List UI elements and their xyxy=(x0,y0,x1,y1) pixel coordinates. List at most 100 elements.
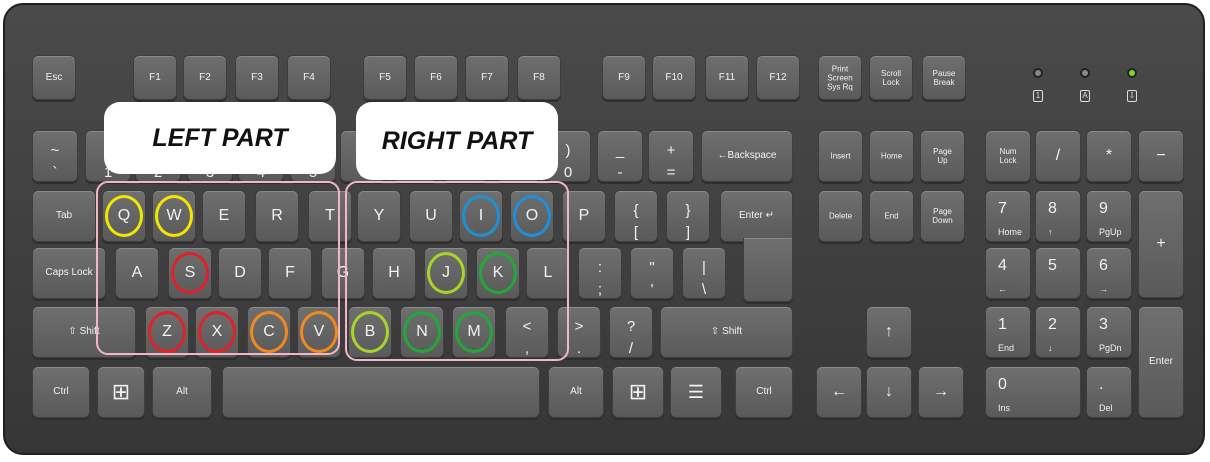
key-pause[interactable]: Pause Break xyxy=(922,55,966,100)
circle-x xyxy=(198,311,236,353)
key-punct-z-0-bottom: , xyxy=(524,340,530,357)
key-np-0-bottom: Ins xyxy=(998,403,1011,413)
key-punct-a-1[interactable]: "' xyxy=(630,247,674,299)
key-scroll[interactable]: Scroll Lock xyxy=(869,55,913,100)
key-np-5[interactable]: 5 xyxy=(1035,247,1081,299)
key-r[interactable]: R xyxy=(255,190,299,242)
key-shift-0[interactable]: ⇧ Shift xyxy=(32,306,136,358)
key-home[interactable]: Home xyxy=(869,130,914,182)
key-bracket-0[interactable]: {[ xyxy=(614,190,658,242)
key-insert[interactable]: Insert xyxy=(818,130,863,182)
key-space[interactable] xyxy=(222,366,540,418)
key-page-up[interactable]: Page Up xyxy=(920,130,965,182)
key-d[interactable]: D xyxy=(218,247,262,299)
key-arrow-down[interactable]: ↓ xyxy=(866,366,912,418)
key-page-down[interactable]: Page Down xyxy=(920,190,965,242)
circle-n xyxy=(403,311,441,353)
key-punct-a-2-top: | xyxy=(702,259,706,276)
key-f9[interactable]: F9 xyxy=(602,55,646,100)
key-arrow-left[interactable]: ← xyxy=(816,366,862,418)
key-punct-a-0[interactable]: :; xyxy=(578,247,622,299)
key-right-alt[interactable]: Alt xyxy=(548,366,604,418)
key-print[interactable]: Print Screen Sys Rq xyxy=(818,55,862,100)
key-left-alt[interactable]: Alt xyxy=(152,366,212,418)
key-f5[interactable]: F5 xyxy=(363,55,407,100)
key-u-label: U xyxy=(425,207,437,224)
key-punct-z-0[interactable]: <, xyxy=(505,306,549,358)
key-punct-z-2[interactable]: ?/ xyxy=(609,306,653,358)
key-t-label: T xyxy=(325,207,335,224)
key-tab[interactable]: Tab xyxy=(32,190,96,242)
key-np-plus-label: + xyxy=(1156,235,1166,252)
key-e[interactable]: E xyxy=(202,190,246,242)
key-num-0[interactable]: ~` xyxy=(32,130,78,182)
key-np-4[interactable]: 4← xyxy=(985,247,1031,299)
key-f3[interactable]: F3 xyxy=(235,55,279,100)
key-np-dot[interactable]: .Del xyxy=(1086,366,1132,418)
key-y[interactable]: Y xyxy=(357,190,401,242)
key-np-8[interactable]: 8↑ xyxy=(1035,190,1081,242)
key-f4[interactable]: F4 xyxy=(287,55,331,100)
led-1 xyxy=(1080,68,1090,78)
key-punct-a-2[interactable]: |\ xyxy=(682,247,726,299)
key-f12[interactable]: F12 xyxy=(756,55,800,100)
key-f6[interactable]: F6 xyxy=(414,55,458,100)
key-h-label: H xyxy=(388,264,400,281)
key-np-sym-2[interactable]: * xyxy=(1086,130,1132,182)
key-punct-z-0-top: < xyxy=(522,318,532,335)
key-punct-z-1-bottom: . xyxy=(576,340,582,357)
key-t[interactable]: T xyxy=(308,190,352,242)
key-f1[interactable]: F1 xyxy=(133,55,177,100)
key-right-windows[interactable]: ⊞ xyxy=(612,366,664,418)
key-r-label: R xyxy=(271,207,283,224)
key-np-sym-1[interactable]: / xyxy=(1035,130,1081,182)
key-a[interactable]: A xyxy=(115,247,159,299)
key-np-sym-3[interactable]: − xyxy=(1138,130,1184,182)
key-enter[interactable]: Enter ↵ xyxy=(720,190,793,242)
key-u[interactable]: U xyxy=(409,190,453,242)
key-left-ctrl[interactable]: Ctrl xyxy=(32,366,90,418)
key-delete[interactable]: Delete xyxy=(818,190,863,242)
key-np-enter[interactable]: Enter xyxy=(1138,306,1184,418)
key-esc[interactable]: Esc xyxy=(32,55,76,100)
key-np-num-lock-0[interactable]: Num Lock xyxy=(985,130,1031,182)
key-shift-0-label: ⇧ Shift xyxy=(68,326,100,337)
key-f11[interactable]: F11 xyxy=(705,55,749,100)
key-np-6[interactable]: 6→ xyxy=(1086,247,1132,299)
key-l[interactable]: L xyxy=(526,247,570,299)
key-np-2[interactable]: 2↓ xyxy=(1035,306,1081,358)
key-arrow-right[interactable]: → xyxy=(918,366,964,418)
key-right-ctrl[interactable]: Ctrl xyxy=(735,366,793,418)
key-f2[interactable]: F2 xyxy=(183,55,227,100)
key-caps-lock[interactable]: Caps Lock xyxy=(32,247,106,299)
key-f7[interactable]: F7 xyxy=(465,55,509,100)
key-menu[interactable]: ☰ xyxy=(670,366,722,418)
circle-i xyxy=(462,195,500,237)
key-num-11[interactable]: _- xyxy=(597,130,643,182)
key-num-12[interactable]: += xyxy=(648,130,694,182)
key-backspace[interactable]: ←Backspace xyxy=(701,130,793,182)
led-icon-1: A xyxy=(1080,90,1090,102)
key-h[interactable]: H xyxy=(372,247,416,299)
key-f8[interactable]: F8 xyxy=(517,55,561,100)
key-np-plus[interactable]: + xyxy=(1138,190,1184,298)
key-np-num-lock-0-label: Num Lock xyxy=(999,147,1017,165)
key-f[interactable]: F xyxy=(268,247,312,299)
key-right-shift[interactable]: ⇧ Shift xyxy=(660,306,793,358)
key-scroll-label: Scroll Lock xyxy=(880,68,901,87)
key-p[interactable]: P xyxy=(562,190,606,242)
key-np-3-bottom: PgDn xyxy=(1099,343,1122,353)
key-end[interactable]: End xyxy=(869,190,914,242)
circle-o xyxy=(513,195,551,237)
key-left-windows[interactable]: ⊞ xyxy=(97,366,145,418)
key-arrow-up[interactable]: ↑ xyxy=(866,306,912,358)
key-f10[interactable]: F10 xyxy=(652,55,696,100)
key-np-9-top: 9 xyxy=(1099,200,1108,217)
key-bracket-1[interactable]: }] xyxy=(666,190,710,242)
